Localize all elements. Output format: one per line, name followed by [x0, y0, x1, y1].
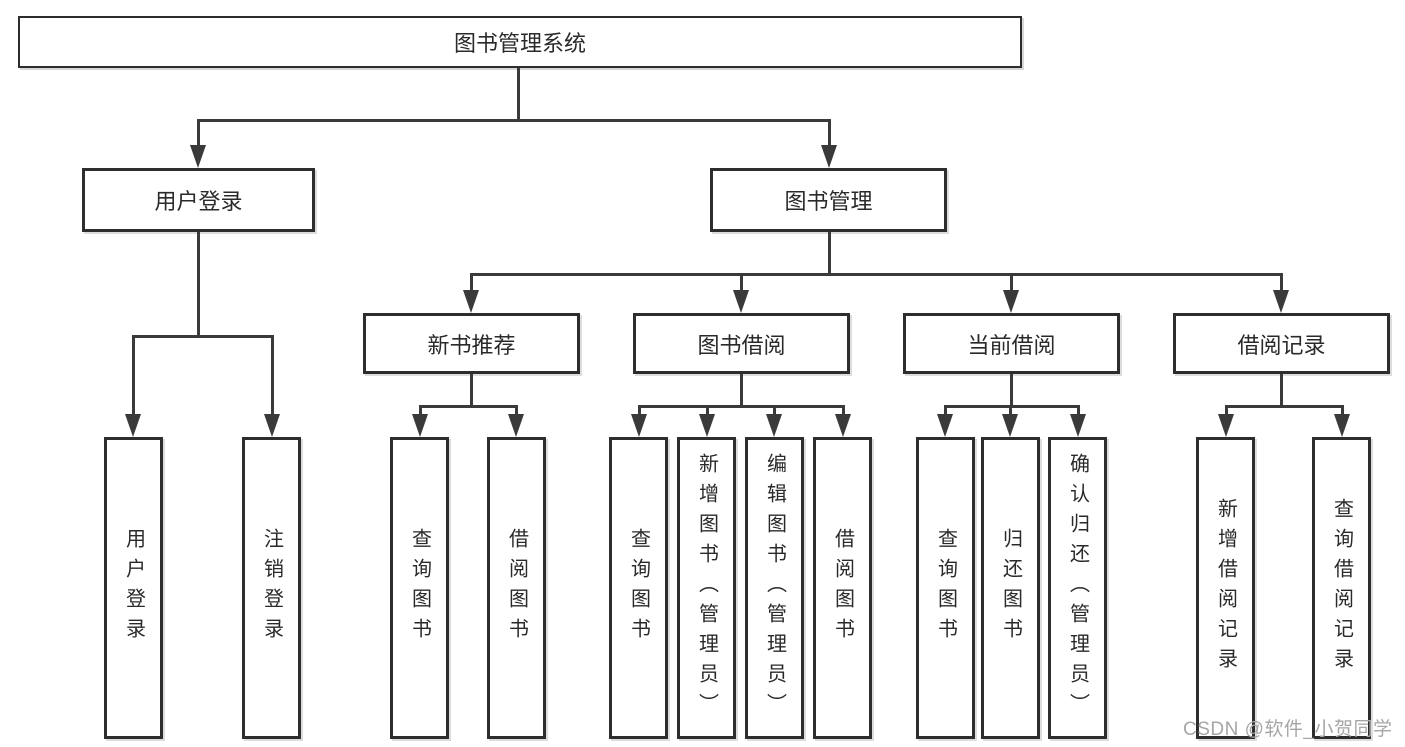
node-current-borrowing: 当前借阅	[903, 313, 1120, 374]
node-label: 图书管理系统	[453, 31, 586, 56]
arrow-down-icon	[508, 414, 524, 437]
node-user-login: 用户登录	[82, 168, 315, 232]
connector-line	[772, 405, 776, 417]
leaf-add-borrow-record: 新增借阅记录	[1196, 437, 1255, 739]
node-label: 新书推荐	[427, 332, 516, 358]
connector-line	[1279, 374, 1283, 408]
connector-line	[1008, 405, 1012, 417]
leaf-borrow-books-recommend: 借阅图书	[487, 437, 546, 739]
node-label: 当前借阅	[967, 332, 1056, 358]
node-label: 借阅图书	[831, 528, 854, 648]
connector-line	[131, 335, 274, 338]
arrow-down-icon	[412, 414, 428, 437]
node-book-management: 图书管理	[710, 168, 947, 232]
node-label: 用户登录	[154, 189, 243, 214]
node-library-management-system: 图书管理系统	[18, 16, 1022, 68]
connector-line	[270, 335, 274, 417]
connector-line	[469, 273, 1283, 276]
node-borrowing-records: 借阅记录	[1173, 313, 1390, 374]
node-label: 新增借阅记录	[1214, 498, 1237, 678]
leaf-user-login: 用户登录	[104, 437, 163, 739]
node-label: 确认归还（管理员）	[1066, 453, 1089, 723]
leaf-query-books-recommend: 查询图书	[390, 437, 449, 739]
leaf-logout: 注销登录	[242, 437, 301, 739]
node-label: 借阅图书	[505, 528, 528, 648]
leaf-query-books-borrowing: 查询图书	[609, 437, 668, 739]
connector-line	[196, 232, 200, 338]
node-label: 注销登录	[260, 528, 283, 648]
connector-line	[517, 68, 520, 122]
node-label: 借阅记录	[1237, 332, 1326, 358]
node-label: 查询图书	[408, 528, 431, 648]
arrow-down-icon	[1218, 414, 1234, 437]
node-label: 查询借阅记录	[1330, 498, 1353, 678]
leaf-return-books: 归还图书	[981, 437, 1040, 739]
connector-line	[739, 374, 743, 408]
node-book-borrowing: 图书借阅	[633, 313, 850, 374]
connector-line	[469, 374, 473, 408]
leaf-borrow-books-borrowing: 借阅图书	[813, 437, 872, 739]
arrow-down-icon	[1334, 414, 1350, 437]
node-label: 图书管理	[784, 189, 873, 214]
leaf-confirm-return-admin: 确认归还（管理员）	[1048, 437, 1107, 739]
arrow-down-icon	[125, 414, 141, 437]
node-label: 用户登录	[122, 528, 145, 648]
node-label: 新增图书（管理员）	[695, 453, 718, 723]
node-label: 归还图书	[999, 528, 1022, 648]
arrow-down-icon	[190, 145, 206, 168]
connector-line	[739, 273, 743, 292]
arrow-down-icon	[463, 290, 479, 313]
connector-line	[196, 119, 831, 122]
leaf-edit-book-admin: 编辑图书（管理员）	[745, 437, 804, 739]
leaf-add-book-admin: 新增图书（管理员）	[677, 437, 736, 739]
node-new-book-recommendation: 新书推荐	[363, 313, 580, 374]
node-label: 图书借阅	[697, 332, 786, 358]
connector-line	[418, 405, 518, 408]
arrow-down-icon	[821, 145, 837, 168]
connector-line	[943, 405, 947, 417]
arrow-down-icon	[937, 414, 953, 437]
connector-line	[841, 405, 845, 417]
node-label: 查询图书	[627, 528, 650, 648]
connector-line	[1224, 405, 1228, 417]
connector-line	[827, 232, 831, 276]
connector-line	[1009, 273, 1013, 292]
csdn-watermark: CSDN @软件_小贺同学	[1183, 719, 1393, 740]
arrow-down-icon	[1070, 414, 1086, 437]
connector-line	[131, 335, 135, 417]
node-label: 查询图书	[934, 528, 957, 648]
connector-line	[705, 405, 709, 417]
arrow-down-icon	[733, 290, 749, 313]
node-label: 编辑图书（管理员）	[763, 453, 786, 723]
connector-line	[1279, 273, 1283, 292]
connector-line	[514, 405, 518, 417]
connector-line	[1340, 405, 1344, 417]
leaf-query-borrow-record: 查询借阅记录	[1312, 437, 1371, 739]
connector-line	[1224, 405, 1344, 408]
arrow-down-icon	[766, 414, 782, 437]
arrow-down-icon	[1002, 414, 1018, 437]
leaf-query-books-current: 查询图书	[916, 437, 975, 739]
arrow-down-icon	[1273, 290, 1289, 313]
arrow-down-icon	[1003, 290, 1019, 313]
arrow-down-icon	[699, 414, 715, 437]
connector-line	[196, 119, 200, 147]
arrow-down-icon	[631, 414, 647, 437]
connector-line	[418, 405, 422, 417]
connector-line	[637, 405, 641, 417]
connector-line	[469, 273, 473, 292]
arrow-down-icon	[835, 414, 851, 437]
connector-line	[1009, 374, 1013, 408]
connector-line	[943, 405, 1080, 408]
arrow-down-icon	[264, 414, 280, 437]
connector-line	[637, 405, 845, 408]
connector-line	[827, 119, 831, 147]
connector-line	[1076, 405, 1080, 417]
